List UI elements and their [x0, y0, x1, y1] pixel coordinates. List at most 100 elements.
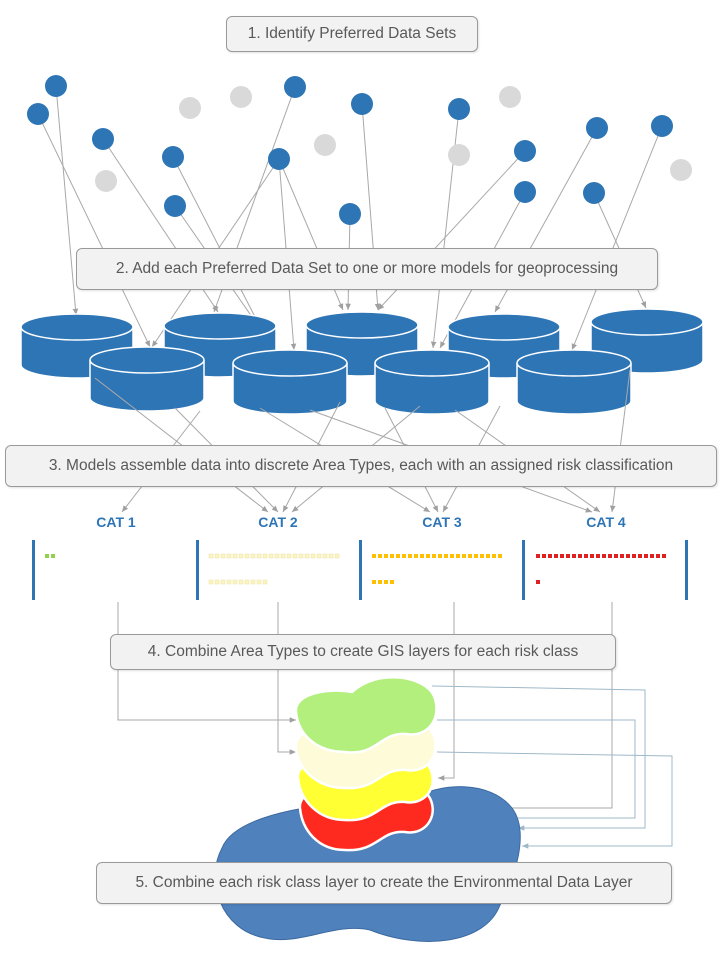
area-type-dot	[262, 579, 268, 585]
area-type-dot	[45, 554, 49, 558]
dataset-node-selected	[339, 203, 361, 225]
dataset-node-unselected	[95, 170, 117, 192]
step-2-box: 2. Add each Preferred Data Set to one or…	[76, 248, 658, 290]
area-type-dot	[226, 553, 232, 559]
dataset-node-selected	[92, 128, 114, 150]
category-label-cat2: CAT 2	[258, 514, 298, 530]
area-type-dot	[492, 554, 496, 558]
area-type-dot	[572, 554, 576, 558]
dataset-node-selected	[448, 98, 470, 120]
category-label-cat4: CAT 4	[586, 514, 626, 530]
dataset-node-unselected	[314, 134, 336, 156]
area-type-dot	[444, 554, 448, 558]
area-type-dot	[238, 553, 244, 559]
area-type-dot	[214, 579, 220, 585]
preferred-data-sets	[27, 75, 692, 225]
area-type-dot	[498, 554, 502, 558]
area-type-dot	[292, 553, 298, 559]
area-type-dot	[474, 554, 478, 558]
area-type-dot	[432, 554, 436, 558]
area-type-dot	[232, 553, 238, 559]
area-type-dot	[426, 554, 430, 558]
area-type-dot	[462, 554, 466, 558]
area-type-dot	[414, 554, 418, 558]
area-type-dot	[280, 553, 286, 559]
step-4-box: 4. Combine Area Types to create GIS laye…	[110, 634, 616, 670]
area-type-dot	[244, 579, 250, 585]
dataset-node-selected	[651, 115, 673, 137]
area-type-dot	[274, 553, 280, 559]
dataset-node-selected	[268, 148, 290, 170]
area-type-dot	[656, 554, 660, 558]
area-type-dot	[256, 553, 262, 559]
area-type-dot	[220, 553, 226, 559]
area-type-dot	[408, 554, 412, 558]
arrow	[571, 125, 663, 351]
arrow	[55, 85, 79, 316]
area-type-dot	[384, 554, 388, 558]
area-type-dot	[328, 553, 334, 559]
arrow	[437, 719, 636, 821]
area-type-columns	[32, 540, 688, 600]
area-type-dot	[542, 554, 546, 558]
area-type-dot	[268, 553, 274, 559]
dataset-node-unselected	[448, 144, 470, 166]
area-type-dot	[438, 554, 442, 558]
area-type-dot	[244, 553, 250, 559]
risk-class-layers	[294, 675, 438, 852]
area-type-dot	[304, 553, 310, 559]
area-type-dot	[286, 553, 292, 559]
area-type-dot	[480, 554, 484, 558]
area-type-dot	[450, 554, 454, 558]
area-type-dot	[220, 579, 226, 585]
dataset-node-unselected	[179, 97, 201, 119]
dataset-node-selected	[284, 76, 306, 98]
area-type-dot	[298, 553, 304, 559]
area-type-dot	[626, 554, 630, 558]
step-1-box: 1. Identify Preferred Data Sets	[226, 16, 478, 52]
area-type-dot	[644, 554, 648, 558]
area-type-dot	[456, 554, 460, 558]
area-type-dot	[208, 553, 214, 559]
area-type-dot	[372, 554, 376, 558]
dataset-node-unselected	[230, 86, 252, 108]
arrow	[436, 602, 613, 811]
area-type-dot	[584, 554, 588, 558]
area-type-dot	[322, 553, 328, 559]
category-label-cat1: CAT 1	[96, 514, 136, 530]
arrow	[436, 751, 673, 849]
area-type-dot	[548, 554, 552, 558]
dataset-node-unselected	[670, 159, 692, 181]
area-type-dot	[554, 554, 558, 558]
area-type-dot	[632, 554, 636, 558]
area-type-dot	[396, 554, 400, 558]
area-type-dot	[226, 579, 232, 585]
area-type-dot	[620, 554, 624, 558]
area-type-dot	[662, 554, 666, 558]
dataset-node-unselected	[499, 86, 521, 108]
dataset-node-selected	[162, 146, 184, 168]
area-type-dot	[232, 579, 238, 585]
area-type-dot	[250, 579, 256, 585]
area-type-dot	[566, 554, 570, 558]
area-type-dot	[590, 554, 594, 558]
area-type-dot	[468, 554, 472, 558]
dataset-node-selected	[45, 75, 67, 97]
area-type-dot	[486, 554, 490, 558]
area-type-dot	[214, 553, 220, 559]
column-separator	[32, 540, 35, 600]
area-type-dot	[262, 553, 268, 559]
area-type-dot	[578, 554, 582, 558]
area-type-dot	[378, 554, 382, 558]
model-cylinder	[89, 346, 205, 412]
model-cylinder	[374, 349, 490, 415]
arrow	[37, 113, 151, 348]
area-type-dot	[372, 580, 376, 584]
step-5-box: 5. Combine each risk class layer to crea…	[96, 862, 672, 904]
dataset-node-selected	[586, 117, 608, 139]
area-type-dot	[208, 579, 214, 585]
step-3-box: 3. Models assemble data into discrete Ar…	[5, 445, 717, 487]
area-type-dot	[614, 554, 618, 558]
arrow	[277, 602, 296, 755]
area-type-dot	[608, 554, 612, 558]
